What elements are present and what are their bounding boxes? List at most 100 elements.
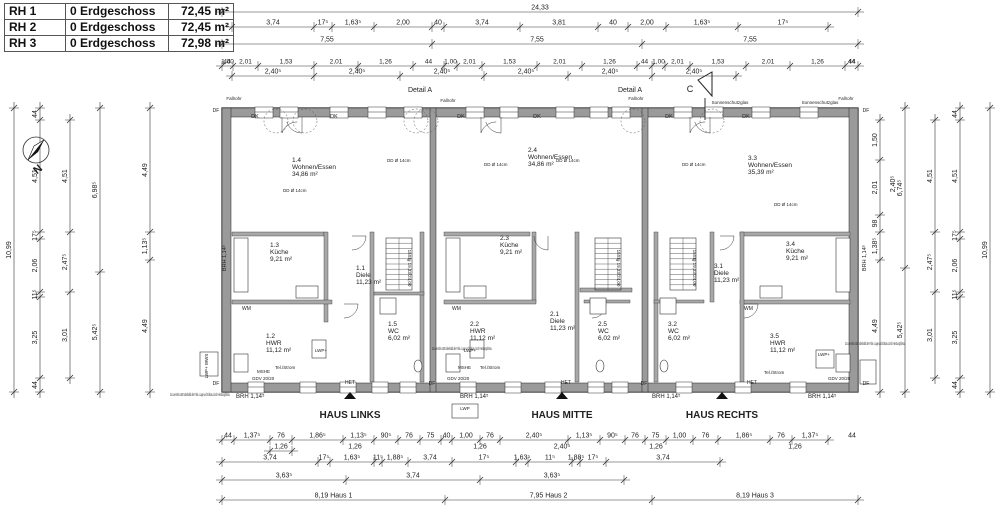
house-entrance-marker [344, 392, 356, 399]
dim-label: 90⁵ [607, 433, 618, 440]
interior-wall [709, 231, 715, 303]
washing-machine [233, 353, 249, 373]
dim-tick [66, 116, 74, 124]
dim-label: 2,01 [239, 59, 252, 66]
room-number: 3.5 [770, 333, 779, 340]
dim-tick [620, 476, 628, 484]
dim-tick [440, 23, 448, 31]
dim-label: 75 [652, 433, 660, 440]
kitchen-counter [445, 237, 461, 293]
detail-circle [403, 108, 429, 134]
room-name: Wohnen/Essen [748, 162, 792, 169]
dim-label: 98 [872, 220, 879, 228]
house-entrance-marker [716, 392, 728, 399]
section-c-label: C [687, 84, 694, 94]
dim-label: 1,13⁵ [350, 433, 367, 440]
dim-label: 2,01 [872, 181, 879, 195]
dim-tick [661, 62, 669, 70]
window [367, 106, 387, 119]
leerrohr-note-text: 2x Leerrohr ø100 oberhalb der Folie. Lag… [432, 346, 492, 351]
dim-tick [596, 436, 604, 444]
dim-tick [480, 72, 488, 80]
lwp-outdoor-unit [859, 359, 877, 385]
dim-tick [96, 104, 104, 112]
dim-tick [288, 447, 296, 455]
room-number: 2.2 [470, 321, 479, 328]
dim-tick [766, 436, 774, 444]
dim-tick [254, 62, 262, 70]
window [504, 381, 522, 394]
detail-circle [413, 108, 439, 134]
window-dk-label: DK [330, 114, 338, 120]
dim-tick [689, 436, 697, 444]
dim-label: 7,55 [530, 37, 544, 44]
dim-label: 4,49 [872, 319, 879, 333]
dim-label: 2,40⁵ [434, 69, 451, 76]
window [673, 106, 693, 119]
washing-machine [835, 353, 851, 373]
fallrohr-label: Fallrohr [226, 96, 242, 101]
dim-label: 4,49 [142, 319, 149, 333]
dim-tick [229, 62, 237, 70]
dim-label: 17⁵ [952, 230, 959, 241]
dim-tick [428, 40, 436, 48]
downlight-label: DD Ø 14cm [774, 202, 798, 207]
house-entrance-marker [556, 392, 568, 399]
interior-wall [739, 231, 851, 237]
dim-tick [370, 436, 378, 444]
dim-tick [876, 211, 884, 219]
kitchen-counter [233, 237, 249, 293]
room-area: 11,12 m² [470, 335, 496, 342]
interior-wall [231, 299, 333, 305]
window [279, 106, 299, 119]
dim-tick [648, 496, 656, 504]
dim-tick [624, 23, 632, 31]
terrace-door-swing [485, 117, 502, 134]
dim-tick [440, 62, 448, 70]
dim-label: 2,06 [32, 259, 39, 273]
interior-wall [739, 299, 851, 305]
window [403, 106, 423, 119]
dim-tick [288, 436, 296, 444]
dim-label: 4,51 [32, 169, 39, 183]
wm-label: WM [744, 306, 753, 312]
dim-label: 1,50 [872, 133, 879, 147]
dim-tick [66, 228, 74, 236]
dim-label: 4,51 [927, 169, 934, 183]
dim-tick [404, 458, 412, 466]
room-name: WC [598, 328, 609, 335]
lwp-outdoor-unit [451, 403, 479, 419]
dim-tick [524, 458, 532, 466]
dim-label: 1,53 [503, 59, 516, 66]
wm-label: WM [242, 306, 251, 312]
dim-tick [956, 374, 964, 382]
dim-label: 3,01 [62, 328, 69, 342]
dim-tick [96, 268, 104, 276]
leerrohr-note-text: 2x Leerrohr ø100 oberhalb der Folie. Lag… [170, 392, 230, 397]
dim-label: 1,63⁵ [514, 455, 531, 462]
dim-tick [786, 62, 794, 70]
dim-label: 44 [641, 59, 649, 66]
window [499, 106, 519, 119]
window [339, 381, 357, 394]
kitchen-sink [295, 285, 319, 299]
heat-pump-unit [311, 339, 327, 359]
dim-tick [453, 62, 461, 70]
dim-tick [854, 8, 862, 16]
room-area: 34,86 m² [528, 161, 554, 168]
dim-label: 2,06 [952, 259, 959, 273]
shower [379, 297, 397, 315]
dim-label: 2,01 [762, 59, 775, 66]
shower [659, 297, 677, 315]
room-number: 3.2 [668, 321, 677, 328]
toilet [659, 359, 669, 373]
window [587, 381, 605, 394]
dim-label: 1,26 [603, 59, 616, 66]
fallrohr-label: Fallrohr [440, 98, 456, 103]
interior-wall [231, 231, 325, 237]
dim-label: 1,00 [221, 59, 234, 66]
room-area: 11,12 m² [266, 347, 292, 354]
area-table-area: 72,98 m² [168, 35, 234, 52]
dim-label: 7,95 Haus 2 [530, 493, 568, 500]
